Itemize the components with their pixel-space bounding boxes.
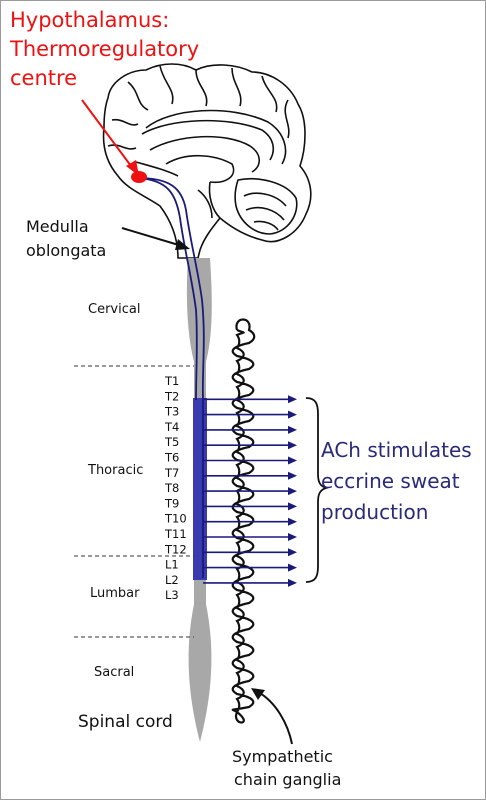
outflow-arrowhead-t2 <box>288 395 297 404</box>
segment-label-t3: T3 <box>164 405 179 419</box>
outflow-arrowhead-t7 <box>288 471 297 480</box>
effect-label-line: eccrine sweat <box>321 469 460 493</box>
effect-label-line: production <box>321 500 428 524</box>
segment-label-t7: T7 <box>164 466 179 480</box>
region-labels: Cervical Thoracic Lumbar Sacral <box>87 302 143 680</box>
brain-outline <box>102 63 312 259</box>
sympathetic-chain <box>231 318 256 724</box>
ganglia-pointer <box>257 691 293 745</box>
segment-label-l2: L2 <box>165 573 179 587</box>
segment-label-l3: L3 <box>165 588 179 602</box>
medulla-arrowhead <box>175 239 190 250</box>
descending-pathway <box>137 177 205 578</box>
ganglia-label-line: Sympathetic <box>232 747 333 766</box>
ganglia-label: Sympathetic chain ganglia <box>232 747 341 789</box>
spinal-cord-label: Spinal cord <box>78 712 173 732</box>
outflow-arrowhead-l1 <box>288 563 297 572</box>
ganglia-label-line: chain ganglia <box>234 770 341 789</box>
region-label-sacral: Sacral <box>94 665 134 680</box>
hypothalamus-label-line: Hypothalamus: <box>10 8 169 32</box>
hypothalamus-label: Hypothalamus: Thermoregulatory centre <box>9 8 199 90</box>
outflow-arrowhead-t10 <box>288 517 297 526</box>
outflow-arrowhead-l2 <box>288 578 297 587</box>
effect-label: ACh stimulates eccrine sweat production <box>321 438 472 524</box>
ganglia-arrowhead <box>251 688 265 700</box>
outflow-arrowhead-t9 <box>288 502 297 511</box>
hypothalamus-label-line: Thermoregulatory <box>9 37 199 61</box>
segment-label-t1: T1 <box>164 374 179 388</box>
segment-label-t6: T6 <box>164 451 179 465</box>
hypothalamus-pointer <box>81 99 135 171</box>
curly-brace <box>305 397 329 583</box>
segment-label-t2: T2 <box>164 389 179 403</box>
outflow-arrowhead-t5 <box>288 441 297 450</box>
medulla-label-line: Medulla <box>26 217 89 236</box>
medulla-label-line: oblongata <box>26 241 106 260</box>
segment-label-t8: T8 <box>164 481 179 495</box>
hypothalamus-dot <box>131 171 147 183</box>
hypothalamus-arrowhead <box>126 160 139 176</box>
region-dividers <box>74 365 194 638</box>
medulla-label: Medulla oblongata <box>26 217 106 260</box>
outflow-arrowhead-t6 <box>288 456 297 465</box>
segment-label-t5: T5 <box>164 435 179 449</box>
region-label-thoracic: Thoracic <box>87 463 143 478</box>
region-label-lumbar: Lumbar <box>90 586 140 601</box>
region-label-cervical: Cervical <box>88 302 140 317</box>
segment-label-t11: T11 <box>164 527 187 541</box>
hypothalamus-label-line: centre <box>10 66 77 90</box>
segment-label-t10: T10 <box>164 512 187 526</box>
segment-label-t4: T4 <box>164 420 179 434</box>
effect-label-line: ACh stimulates <box>321 438 472 462</box>
medulla-pointer <box>121 227 183 247</box>
outflow-arrowhead-t8 <box>288 487 297 496</box>
outflow-arrowhead-t3 <box>288 410 297 419</box>
outflow-arrowhead-t12 <box>288 548 297 557</box>
segment-label-t12: T12 <box>164 542 187 556</box>
outflow-arrowhead-t11 <box>288 533 297 541</box>
outflow-arrows <box>203 395 297 587</box>
segment-label-l1: L1 <box>165 558 179 572</box>
outflow-arrowhead-t4 <box>288 425 297 434</box>
segment-label-t9: T9 <box>164 496 179 510</box>
